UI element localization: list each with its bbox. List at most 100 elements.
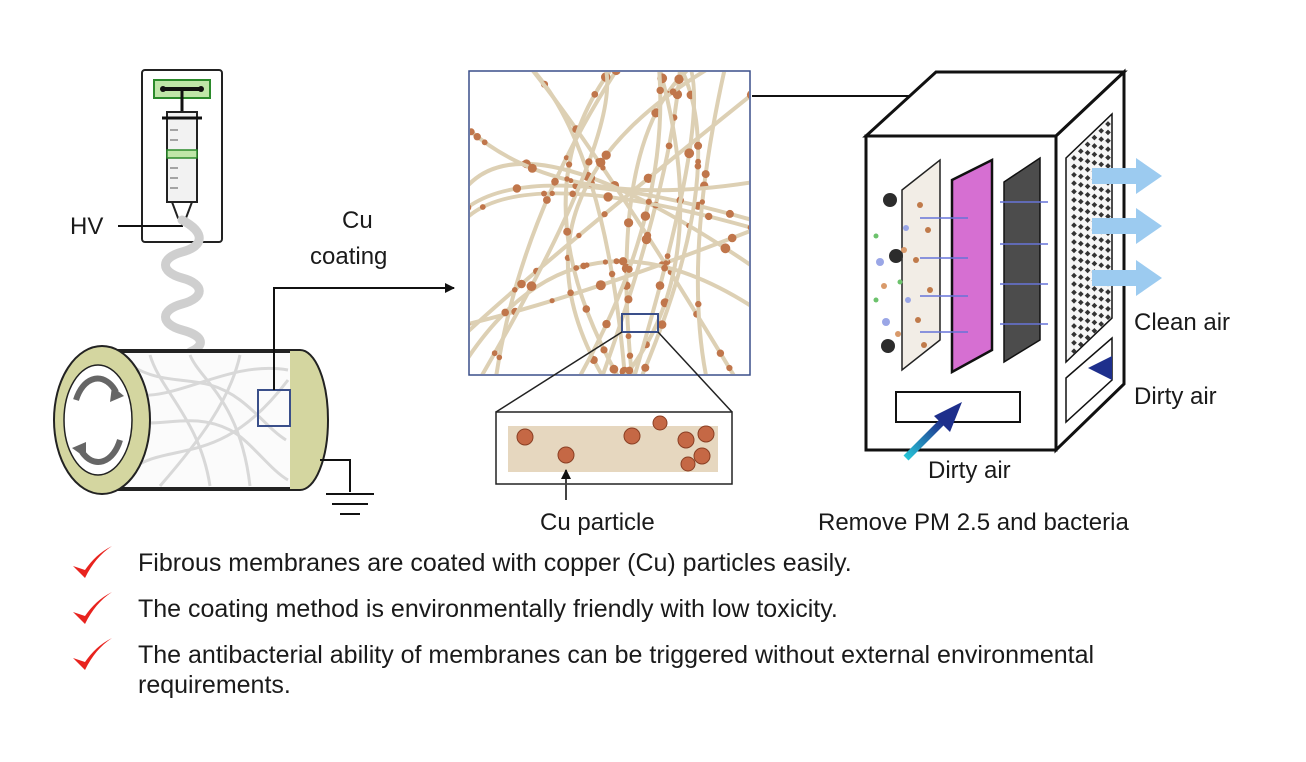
grille-hole	[1098, 295, 1105, 302]
cu-particle	[601, 150, 611, 160]
grille-hole	[1071, 255, 1077, 262]
fiber-strand	[623, 72, 683, 374]
grille-hole	[1071, 264, 1077, 271]
grille-hole	[1071, 297, 1077, 304]
grille-hole	[1084, 175, 1091, 181]
cu-particle	[727, 233, 737, 243]
grille-hole	[1077, 249, 1084, 255]
cu-particle	[720, 243, 731, 254]
ground-icon	[320, 459, 374, 515]
clean-air-arrows	[1092, 158, 1162, 296]
cu-particle	[626, 352, 634, 359]
grille-hole	[1105, 129, 1111, 136]
cu-particle	[625, 333, 632, 340]
grille-hole	[1105, 146, 1111, 153]
grille-hole	[1077, 274, 1084, 281]
grille-hole	[1077, 223, 1084, 230]
grille-hole	[1071, 272, 1077, 279]
cu-particle	[481, 139, 488, 146]
grille-hole	[1105, 188, 1111, 195]
grille-hole	[1105, 154, 1111, 161]
cu-particle	[663, 260, 669, 266]
grille-hole	[1071, 331, 1077, 338]
grille-hole	[1084, 284, 1091, 291]
grille-hole	[1077, 156, 1084, 163]
cu-particle	[705, 212, 713, 221]
cu-particle	[582, 305, 591, 313]
grille-hole	[1091, 159, 1098, 166]
grille-hole	[1091, 311, 1098, 317]
cu-particle	[725, 209, 734, 218]
cu-particle	[746, 90, 749, 99]
cu-particle	[567, 289, 574, 297]
key-points-list: Fibrous membranes are coated with copper…	[70, 546, 1230, 716]
cu-particle	[704, 377, 709, 382]
dirty-air-side-label: Dirty air	[1134, 383, 1217, 410]
grille-hole	[1071, 213, 1077, 220]
hv-label: HV	[70, 213, 103, 240]
grille-hole	[1098, 144, 1105, 151]
cu-particle	[636, 377, 644, 385]
cu-particle	[625, 366, 634, 374]
cu-particle	[470, 128, 475, 136]
cu-particle	[549, 190, 555, 197]
cu-particle	[664, 253, 671, 259]
grille-hole	[1105, 163, 1111, 169]
dirty-air-bottom-label: Dirty air	[928, 457, 1011, 484]
grille-hole	[1077, 316, 1084, 323]
dirty-air-side-arrow	[1088, 356, 1162, 380]
cu-particle	[566, 161, 573, 168]
cu-particle	[694, 141, 703, 150]
grille-hole	[1091, 193, 1098, 200]
grille-hole	[1098, 211, 1105, 218]
grille-hole	[1105, 305, 1111, 312]
cu-particle	[747, 225, 749, 230]
cu-particle	[657, 320, 667, 329]
cu-particle	[624, 295, 633, 304]
grille-hole	[1077, 341, 1084, 348]
grille-hole	[1077, 165, 1084, 171]
grille-hole	[1084, 191, 1091, 198]
cu-particle	[569, 190, 576, 198]
coating-arrow	[273, 283, 455, 390]
cu-particle	[613, 258, 620, 265]
fiber-strand	[470, 229, 749, 326]
grille-hole	[1071, 323, 1077, 329]
grille-hole	[1071, 197, 1077, 203]
cu-particle	[470, 322, 471, 326]
grille-hole	[1105, 255, 1111, 262]
grille-hole	[1071, 306, 1077, 313]
cu-particle	[564, 176, 570, 182]
grille-hole	[1077, 282, 1084, 289]
cu-particle	[752, 265, 759, 272]
grille-hole	[1071, 314, 1077, 321]
grille-hole	[1071, 281, 1077, 287]
remove-pm-label: Remove PM 2.5 and bacteria	[818, 509, 1129, 536]
cu-particle	[661, 264, 668, 272]
key-point-3: The antibacterial ability of membranes c…	[70, 638, 1230, 700]
cu-particle	[549, 298, 555, 304]
grille-hole	[1098, 321, 1105, 327]
grille-hole	[1091, 151, 1098, 158]
grille-hole	[1071, 230, 1077, 237]
grille-hole	[1077, 232, 1084, 239]
grille-hole	[1084, 208, 1091, 215]
grille-hole	[1071, 155, 1077, 161]
grille-hole	[1098, 245, 1105, 252]
cu-particle	[601, 211, 608, 218]
grille-hole	[1071, 171, 1077, 178]
key-point-text: Fibrous membranes are coated with copper…	[138, 549, 852, 577]
cu-particle	[618, 257, 628, 266]
grille-hole	[1091, 134, 1098, 141]
fiber-strand	[624, 72, 689, 374]
grille-hole	[1077, 173, 1084, 180]
syringe-icon	[141, 69, 223, 243]
cu-particle	[701, 170, 710, 179]
grille-hole	[1098, 203, 1105, 210]
cu-particle	[512, 184, 522, 193]
grille-hole	[1098, 312, 1105, 319]
cu-particle	[591, 91, 599, 98]
grille-hole	[1098, 304, 1105, 311]
grille-hole	[1105, 314, 1111, 321]
grille-hole	[1084, 317, 1091, 324]
